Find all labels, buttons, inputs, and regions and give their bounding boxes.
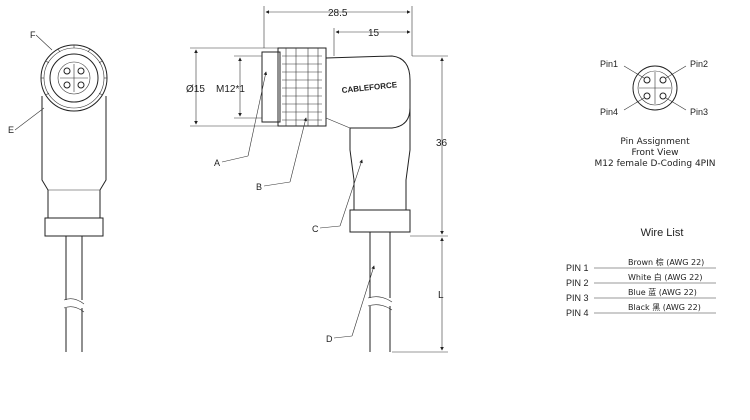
wire-desc-4: Black 黑 (AWG 22): [628, 303, 701, 312]
callout-e: E: [8, 125, 14, 135]
dim-overall-length: 28.5: [328, 8, 348, 19]
wire-list: Wire List PIN 1 Brown 棕 (AWG 22) PIN 2 W…: [566, 227, 716, 318]
brand-label: CABLEFORCE: [341, 80, 398, 95]
front-view: F E: [8, 30, 108, 352]
wire-pin-1: PIN 1: [566, 263, 589, 273]
pin3-label: Pin3: [690, 107, 708, 117]
wire-pin-2: PIN 2: [566, 278, 589, 288]
pin4-label: Pin4: [600, 107, 618, 117]
dim-cable-length: L: [438, 290, 444, 301]
wire-pin-4: PIN 4: [566, 308, 589, 318]
callout-c: C: [312, 224, 319, 234]
callout-b: B: [256, 182, 262, 192]
pin2-label: Pin2: [690, 59, 708, 69]
dim-height: 36: [436, 138, 448, 149]
callout-f: F: [30, 30, 36, 40]
pin-caption-1: Pin Assignment: [620, 137, 690, 147]
wire-desc-1: Brown 棕 (AWG 22): [628, 257, 704, 267]
pin-face: [632, 65, 678, 111]
dim-body-length: 15: [368, 28, 380, 39]
dim-diameter: Ø15: [186, 84, 205, 95]
callout-a: A: [214, 158, 220, 168]
pin-assignment: Pin1 Pin2 Pin4 Pin3 Pin Assignment Front…: [595, 59, 716, 169]
pin1-label: Pin1: [600, 59, 618, 69]
wire-list-title: Wire List: [641, 227, 684, 239]
pin-caption-2: Front View: [632, 148, 679, 158]
knurl-ticks: [41, 45, 107, 96]
side-view: CABLEFORCE 28.5 15 Ø15 M12*1 36: [186, 6, 448, 353]
wire-desc-2: White 白 (AWG 22): [628, 272, 702, 282]
wire-pin-3: PIN 3: [566, 293, 589, 303]
callout-d: D: [326, 334, 333, 344]
dim-thread: M12*1: [216, 84, 245, 95]
wire-desc-3: Blue 蓝 (AWG 22): [628, 287, 697, 297]
pin-caption-3: M12 female D-Coding 4PIN: [595, 159, 716, 169]
